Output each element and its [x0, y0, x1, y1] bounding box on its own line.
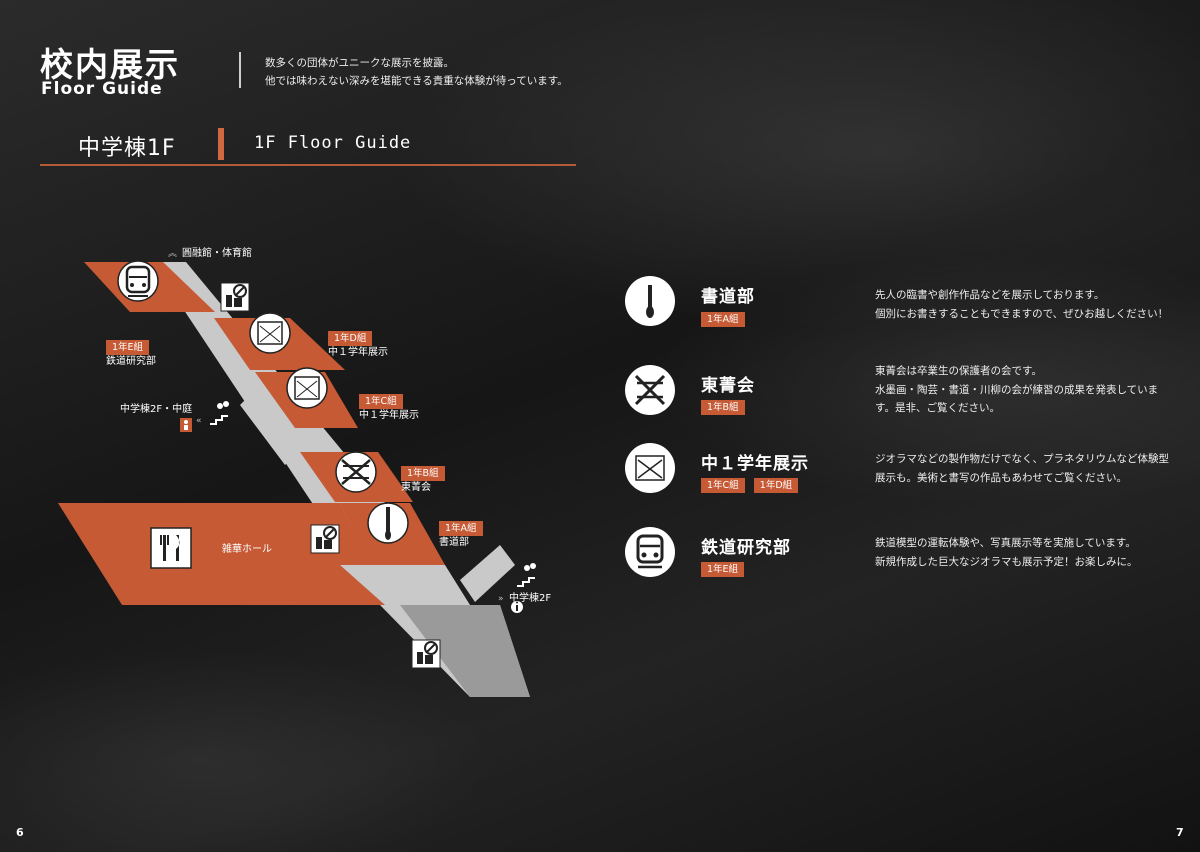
- legend-icon-diorama: [625, 443, 675, 493]
- restroom-icon: [180, 418, 192, 432]
- room-tag: 1年A組: [439, 521, 483, 536]
- room-label-d: 1年D組 中１学年展示: [328, 326, 388, 359]
- info-icon: [511, 601, 523, 613]
- room-label-a: 1年A組 書道部: [439, 516, 483, 549]
- legend-name: 中１学年展示: [701, 454, 809, 474]
- stairs-icon: [210, 401, 229, 425]
- legend-tag: 1年C組: [701, 478, 745, 493]
- legend-tags: 1年B組: [701, 395, 745, 415]
- legend-desc-line: 鉄道模型の運転体験や、写真展示等を実施しています。: [875, 537, 1136, 549]
- page-subtitle: Floor Guide: [41, 79, 163, 99]
- restaurant-icon: [150, 527, 192, 569]
- brush-icon: [625, 276, 675, 326]
- page-number-right: 7: [1176, 826, 1184, 839]
- room-name: 鉄道研究部: [106, 356, 156, 367]
- room-label-c: 1年C組 中１学年展示: [359, 389, 419, 422]
- legend-name: 鉄道研究部: [701, 538, 791, 558]
- room-name: 東菁会: [401, 482, 431, 493]
- corridor-lower: [400, 605, 530, 697]
- room-label-e: 1年E組 鉄道研究部: [106, 335, 156, 368]
- legend-tags: 1年A組: [701, 307, 745, 327]
- intro-line-1: 数多くの団体がユニークな展示を披露。: [265, 57, 454, 69]
- intro-text: 数多くの団体がユニークな展示を披露。 他では味わえない深みを堪能できる貴重な体験…: [265, 54, 568, 90]
- legend-tags: 1年E組: [701, 557, 745, 577]
- hall-corridor: [340, 565, 470, 605]
- no-food-icon: [220, 282, 250, 312]
- room-tag: 1年B組: [401, 466, 445, 481]
- legend-desc-line: 展示も。美術と書写の作品もあわせてご覧ください。: [875, 471, 1127, 484]
- floor-map: ︽ « »: [58, 249, 536, 697]
- diorama-icon: [249, 312, 291, 354]
- room-name: 中１学年展示: [359, 410, 419, 421]
- legend-desc-line: 東菁会は卒業生の保護者の会です。: [875, 365, 1042, 377]
- intro-line-2: 他では味わえない深みを堪能できる貴重な体験が待っています。: [265, 75, 568, 87]
- no-food-icon: [411, 639, 441, 669]
- room-tag: 1年C組: [359, 394, 403, 409]
- room-tag: 1年D組: [328, 331, 373, 346]
- legend-tags: 1年C組 1年D組: [701, 473, 799, 493]
- legend-icon-toseikai: [625, 365, 675, 415]
- legend-tag: 1年B組: [701, 400, 745, 415]
- legend-desc: 先人の臨書や創作作品などを展示しております。 個別にお書きすることもできますので…: [875, 286, 1168, 323]
- legend-icon-train: [625, 527, 675, 577]
- legend-tag: 1年D組: [753, 478, 799, 493]
- legend-tag: 1年A組: [701, 312, 745, 327]
- room-name: 書道部: [439, 537, 469, 548]
- room-tag: 1年E組: [106, 340, 150, 355]
- legend-tag: 1年E組: [701, 562, 745, 577]
- legend-desc: ジオラマなどの製作物だけでなく、プラネタリウムなど体験型 展示も。美術と書写の作…: [875, 450, 1169, 487]
- legend-desc-line: ジオラマなどの製作物だけでなく、プラネタリウムなど体験型: [875, 453, 1169, 465]
- corridor-branch-right: [460, 545, 515, 602]
- diorama-icon: [625, 443, 675, 493]
- legend-desc-line: 個別にお書きすることもできますので、ぜひお越しください！: [875, 307, 1169, 320]
- room-name: 中１学年展示: [328, 347, 388, 358]
- no-food-icon: [310, 524, 340, 554]
- section-underline: [40, 164, 576, 166]
- legend-desc: 鉄道模型の運転体験や、写真展示等を実施しています。 新規作成した巨大なジオラマも…: [875, 534, 1138, 571]
- label-to-2f-courtyard: 中学棟2F・中庭: [120, 404, 193, 415]
- right-chevron-icon: »: [498, 594, 504, 604]
- legend-name: 書道部: [701, 287, 755, 307]
- toseikai-icon: [625, 365, 675, 415]
- legend-desc-line: 先人の臨書や創作作品などを展示しております。: [875, 289, 1105, 301]
- legend-desc-line: 新規作成した巨大なジオラマも展示予定！お楽しみに。: [875, 555, 1138, 568]
- label-to-gym: 圓融館・体育館: [182, 248, 252, 259]
- brush-icon: [367, 502, 409, 544]
- train-icon: [625, 527, 675, 577]
- section-accent-bar: [218, 128, 224, 160]
- corridor-branch-left: [240, 395, 295, 465]
- stairs-icon: [517, 563, 536, 587]
- section-title: 中学棟1F: [78, 136, 176, 161]
- toseikai-icon: [335, 451, 377, 493]
- legend-desc-line: 水墨画・陶芸・書道・川柳の会が練習の成果を発表していま: [875, 383, 1159, 396]
- label-hall: 雑華ホール: [222, 544, 272, 555]
- hall: [58, 503, 390, 605]
- up-chevron-icon: ︽: [168, 249, 177, 259]
- title-divider: [239, 52, 241, 88]
- page-title: 校内展示: [40, 45, 180, 84]
- legend-name: 東菁会: [701, 376, 755, 396]
- section-subtitle: 1F Floor Guide: [254, 133, 412, 153]
- train-icon: [117, 260, 159, 302]
- label-to-2f: 中学棟2F: [509, 593, 552, 604]
- legend-desc-line: す。是非、ご覧ください。: [875, 402, 1000, 414]
- legend-desc: 東菁会は卒業生の保護者の会です。 水墨画・陶芸・書道・川柳の会が練習の成果を発表…: [875, 362, 1158, 418]
- legend-icon-brush: [625, 276, 675, 326]
- diorama-icon: [286, 367, 328, 409]
- room-label-b: 1年B組 東菁会: [401, 461, 445, 494]
- left-chevron-icon: «: [196, 416, 202, 426]
- page-number-left: 6: [16, 826, 24, 839]
